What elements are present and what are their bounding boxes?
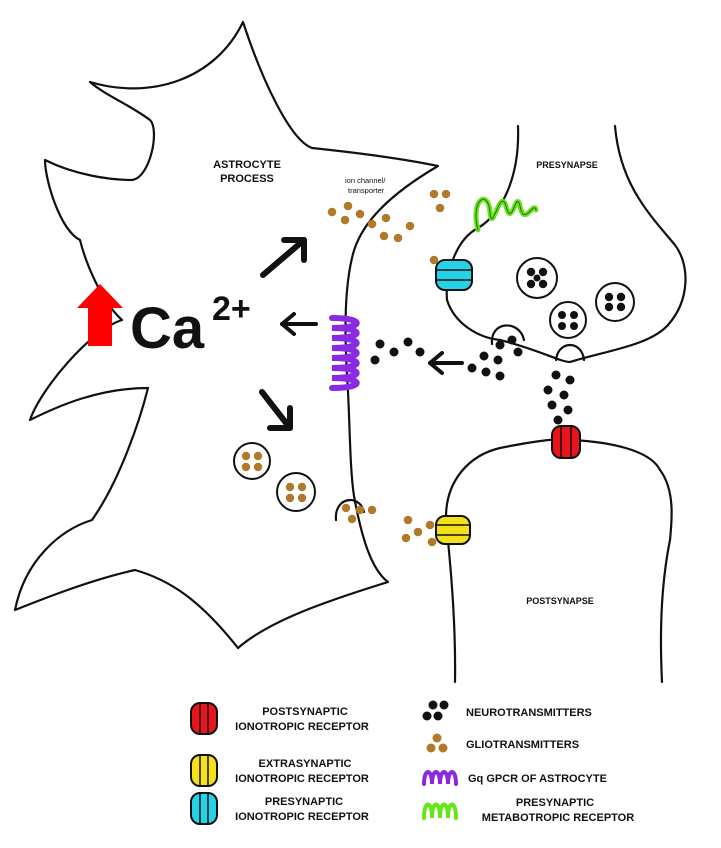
fusing-vesicle bbox=[554, 344, 586, 362]
arrow-left-neurotransmitters bbox=[428, 351, 464, 375]
postsynapse-outline bbox=[444, 438, 673, 684]
legend-icon-gliotransmitters bbox=[426, 733, 448, 753]
legend-icon-gq-gpcr bbox=[422, 770, 458, 786]
legend-postsynaptic-line2: IONOTROPIC RECEPTOR bbox=[235, 721, 369, 733]
legend-metabotropic-line1: PRESYNAPTIC bbox=[516, 797, 594, 809]
legend-gq-gpcr: Gq GPCR OF ASTROCYTE bbox=[468, 773, 607, 785]
ion-channel-label: transporter bbox=[348, 186, 385, 195]
presynaptic-vesicle bbox=[549, 301, 587, 339]
legend-icon-presynaptic-ionotropic-receptor bbox=[190, 792, 218, 825]
legend-icon-postsynaptic-receptor bbox=[190, 702, 218, 735]
postsynapse-label: POSTSYNAPSE bbox=[526, 596, 594, 606]
legend-extrasynaptic-line1: EXTRASYNAPTIC bbox=[259, 758, 352, 770]
presynaptic-metabotropic-receptor bbox=[473, 196, 539, 233]
gliotransmitter-cluster bbox=[401, 515, 437, 547]
extrasynaptic-ionotropic-receptor bbox=[435, 515, 471, 545]
legend-presynaptic-iono-line2: IONOTROPIC RECEPTOR bbox=[235, 811, 369, 823]
legend-gliotransmitters: GLIOTRANSMITTERS bbox=[466, 739, 579, 751]
ion-channel-label: ion channel/ bbox=[345, 176, 386, 185]
glio-vesicle bbox=[276, 472, 316, 512]
legend: POSTSYNAPTIC IONOTROPIC RECEPTOR EXTRASY… bbox=[190, 700, 634, 825]
presynapse-label: PRESYNAPSE bbox=[536, 160, 598, 170]
gliotransmitter-cluster bbox=[327, 189, 451, 265]
legend-icon-neurotransmitters bbox=[422, 700, 449, 721]
legend-neurotransmitters: NEUROTRANSMITTERS bbox=[466, 707, 592, 719]
astrocyte-outline bbox=[13, 20, 440, 650]
glio-vesicle bbox=[233, 442, 271, 480]
calcium-charge-label: 2+ bbox=[212, 290, 251, 328]
legend-icon-metabotropic-receptor bbox=[422, 802, 458, 820]
glio-vesicle-fusing bbox=[334, 498, 377, 524]
presynaptic-ionotropic-receptor bbox=[435, 259, 473, 291]
neurotransmitter-cluster bbox=[370, 335, 575, 425]
gq-gpcr-receptor bbox=[329, 315, 360, 391]
legend-metabotropic-line2: METABOTROPIC RECEPTOR bbox=[482, 812, 634, 824]
legend-extrasynaptic-line2: IONOTROPIC RECEPTOR bbox=[235, 773, 369, 785]
calcium-increase-arrow bbox=[77, 284, 123, 346]
astrocyte-process-label: ASTROCYTE bbox=[213, 159, 281, 171]
arrow-up-right bbox=[260, 237, 307, 278]
astrocyte-process-label: PROCESS bbox=[220, 173, 274, 185]
calcium-label: Ca bbox=[130, 296, 205, 361]
legend-presynaptic-iono-line1: PRESYNAPTIC bbox=[265, 796, 343, 808]
legend-postsynaptic-line1: POSTSYNAPTIC bbox=[262, 706, 348, 718]
postsynaptic-ionotropic-receptor bbox=[551, 425, 581, 459]
arrow-left-to-calcium bbox=[280, 312, 318, 336]
legend-icon-extrasynaptic-receptor bbox=[190, 754, 218, 787]
fusing-vesicle bbox=[490, 324, 526, 346]
presynaptic-vesicle bbox=[595, 282, 635, 322]
presynaptic-vesicle bbox=[516, 257, 558, 299]
arrow-down-right bbox=[259, 389, 293, 431]
